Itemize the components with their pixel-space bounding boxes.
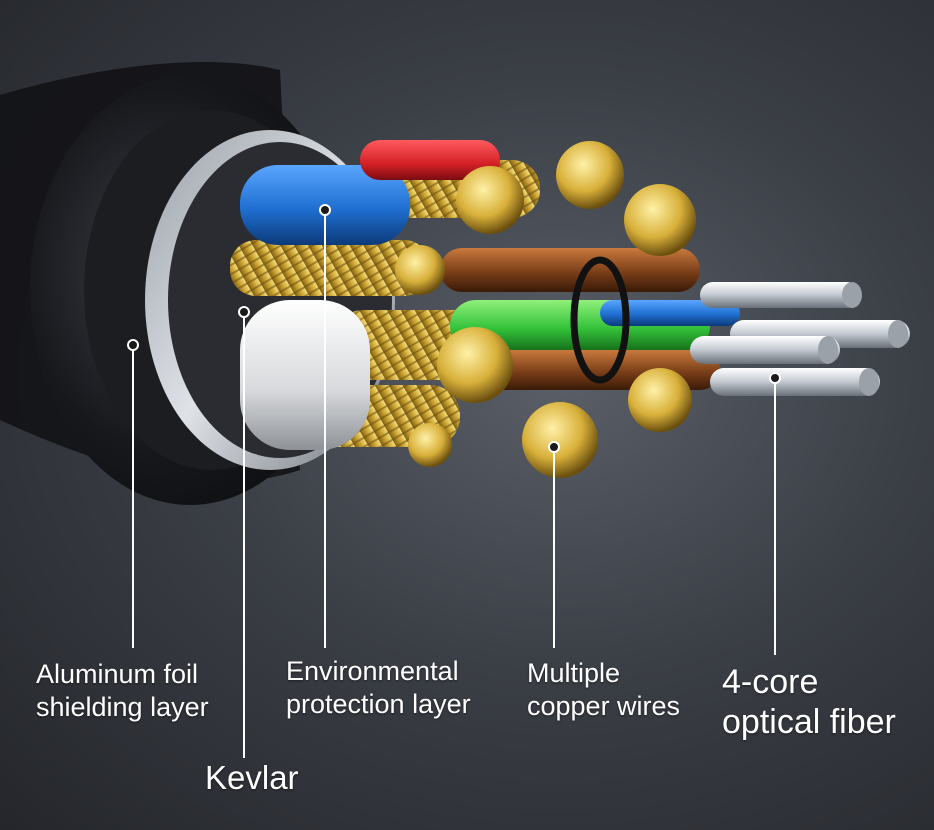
label-environmental-line-2: protection layer	[286, 688, 471, 719]
label-aluminum-foil: Aluminum foil shielding layer	[36, 658, 209, 724]
kevlar-marker	[238, 306, 250, 318]
foil-marker	[127, 339, 139, 351]
label-aluminum-foil-line-2: shielding layer	[36, 691, 209, 722]
label-fiber-line-1: 4-core	[722, 663, 819, 701]
copper-marker	[548, 441, 560, 453]
label-kevlar: Kevlar	[205, 759, 299, 796]
label-copper-wires: Multiple copper wires	[527, 657, 680, 723]
label-copper-line-1: Multiple	[527, 658, 621, 688]
label-environmental: Environmental protection layer	[286, 655, 471, 721]
fiber-marker	[769, 372, 781, 384]
label-aluminum-foil-line-1: Aluminum foil	[36, 659, 199, 689]
label-optical-fiber: 4-core optical fiber	[722, 662, 896, 742]
label-copper-line-2: copper wires	[527, 690, 681, 721]
label-environmental-line-1: Environmental	[286, 656, 459, 686]
label-fiber-line-2: optical fiber	[722, 703, 896, 742]
environmental-marker	[319, 204, 331, 216]
